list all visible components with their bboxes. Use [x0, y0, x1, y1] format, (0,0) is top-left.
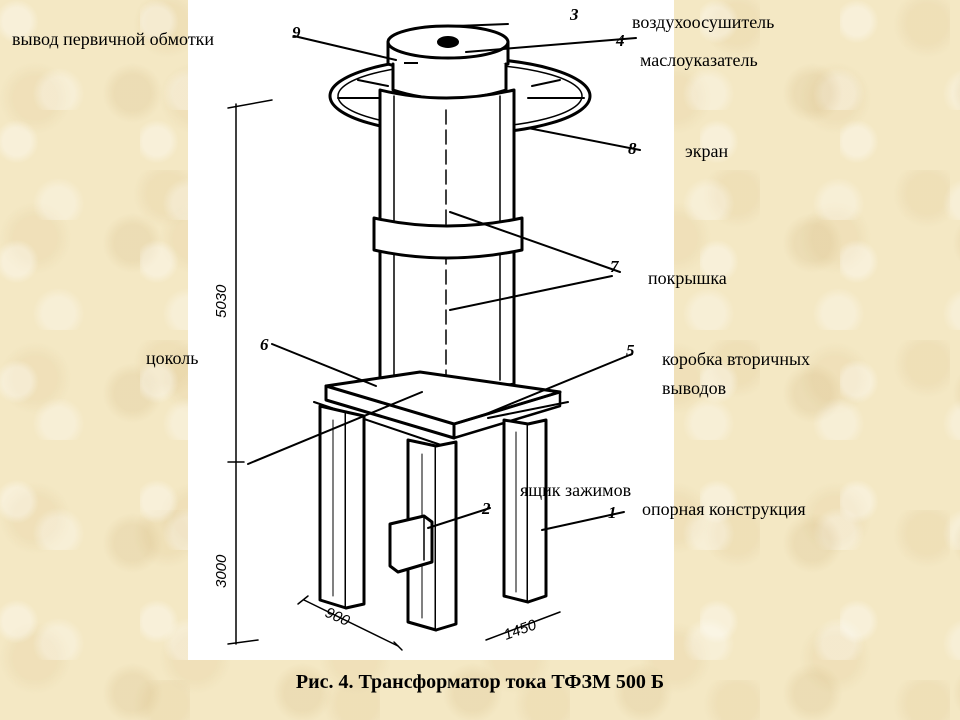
callout-6: 6: [260, 335, 269, 354]
dimension-1450: 1450: [502, 616, 540, 644]
label-screen: экран: [685, 141, 729, 161]
label-secondary-box-line1: коробка вторичных: [662, 349, 811, 369]
callout-2: 2: [481, 499, 491, 518]
support-legs: [318, 404, 548, 632]
callout-1: 1: [608, 503, 617, 522]
dimension-3000: 3000: [213, 554, 230, 588]
callout-5: 5: [626, 341, 635, 360]
callout-3: 3: [569, 5, 579, 24]
label-air-dryer: воздухоосушитель: [632, 12, 775, 32]
label-terminal-box: ящик зажимов: [520, 480, 632, 500]
label-secondary-box-line2: выводов: [662, 378, 727, 398]
callout-8: 8: [628, 139, 637, 158]
label-oil-gauge: маслоуказатель: [640, 50, 758, 70]
label-primary-lead: вывод первичной обмотки: [12, 29, 215, 49]
dimension-5030: 5030: [213, 284, 230, 318]
callout-4: 4: [615, 31, 625, 50]
transformer-drawing: 9 3 4 8 7 6 5 2 1 5030 3000 900 1450: [188, 0, 674, 660]
terminal-box: [388, 514, 434, 574]
label-base: цоколь: [146, 348, 199, 368]
label-support: опорная конструкция: [642, 499, 806, 519]
callout-9: 9: [292, 23, 301, 42]
label-cover: покрышка: [648, 268, 727, 288]
callout-7: 7: [610, 257, 620, 276]
figure-caption: Рис. 4. Трансформатор тока ТФЗМ 500 Б: [295, 671, 665, 693]
